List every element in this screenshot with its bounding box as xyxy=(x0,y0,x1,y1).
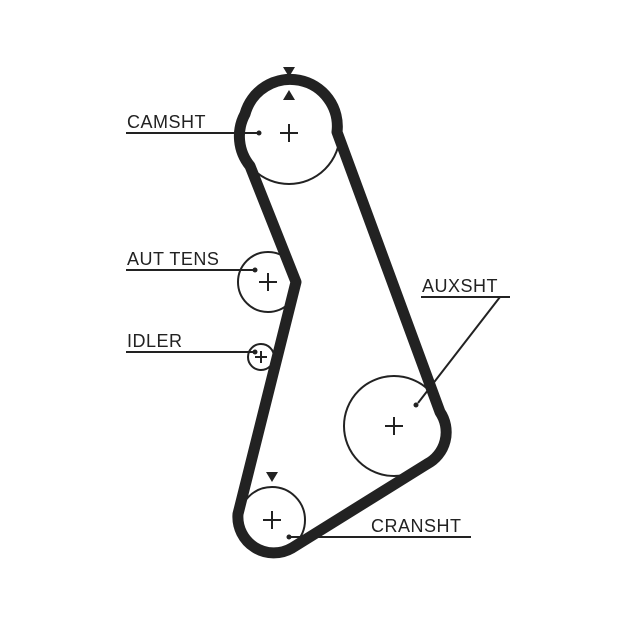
tensioner-center-cross xyxy=(259,273,277,291)
camshaft-timing-mark-lower xyxy=(283,90,295,100)
center-crosses xyxy=(255,124,403,529)
leader-lines xyxy=(126,130,510,540)
idler-leader-dot xyxy=(252,349,258,355)
timing-marks xyxy=(266,67,295,482)
camshaft-label: CAMSHT xyxy=(127,112,206,132)
labels: CAMSHT AUT TENS IDLER AUXSHT CRANSHT xyxy=(127,112,498,536)
auxshaft-center-cross xyxy=(385,417,403,435)
crankshaft-label: CRANSHT xyxy=(371,516,462,536)
auxshaft-label: AUXSHT xyxy=(422,276,498,296)
camshaft-center-cross xyxy=(280,124,298,142)
crankshaft-timing-mark xyxy=(266,472,278,482)
camshaft-leader-dot xyxy=(256,130,262,136)
auxshaft-leader-dot xyxy=(413,402,419,408)
timing-belt xyxy=(232,73,452,559)
camshaft-timing-mark-upper xyxy=(283,67,295,77)
crankshaft-center-cross xyxy=(263,511,281,529)
idler-center-cross xyxy=(255,351,267,363)
idler-label: IDLER xyxy=(127,331,183,351)
tensioner-leader-dot xyxy=(252,267,258,273)
crankshaft-leader-dot xyxy=(286,534,292,540)
tensioner-label: AUT TENS xyxy=(127,249,219,269)
